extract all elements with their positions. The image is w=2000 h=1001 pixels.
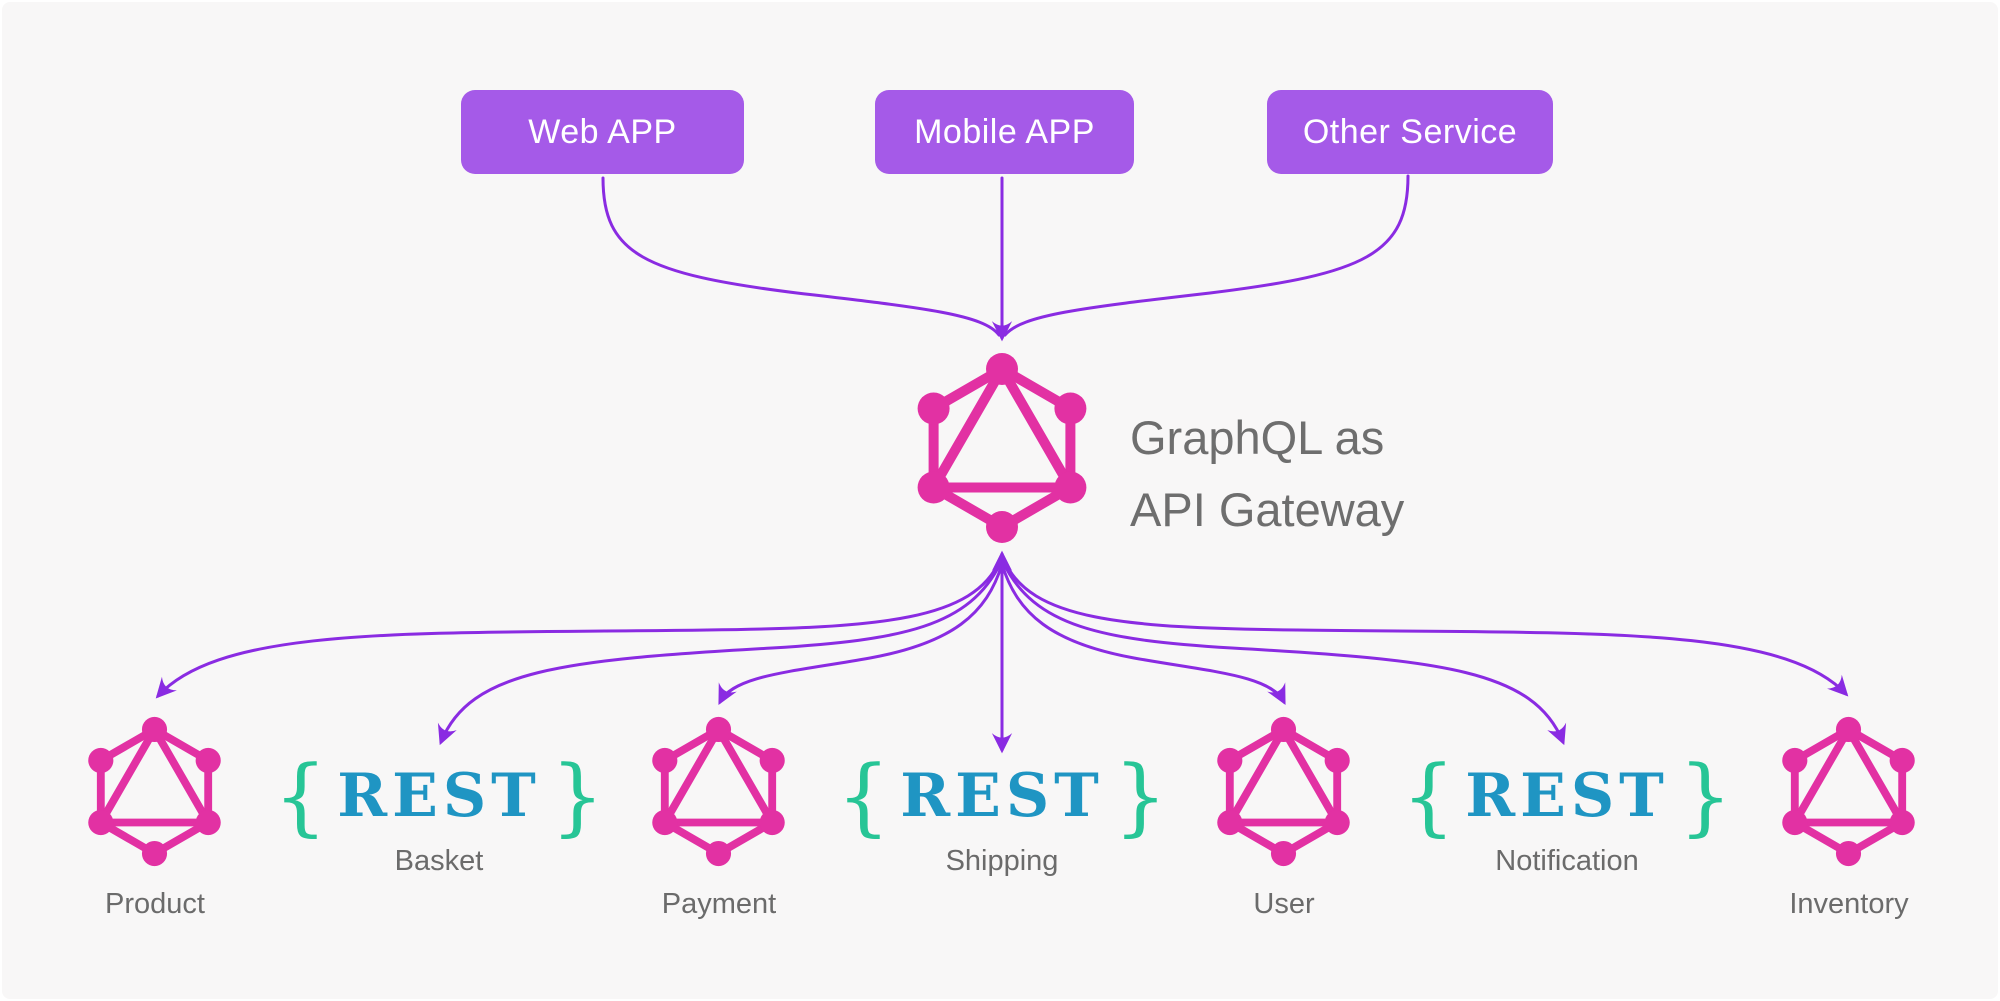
service-label-basket: Basket bbox=[394, 845, 484, 877]
rest-close-brace: } bbox=[1113, 747, 1168, 845]
client-box-web-app-label: Web APP bbox=[528, 112, 677, 151]
rest-close-brace: } bbox=[550, 747, 605, 845]
graphql-logo-icon bbox=[1205, 713, 1362, 870]
arrow-gateway-to-product bbox=[155, 558, 1002, 699]
gateway-title: GraphQL as API Gateway bbox=[1130, 402, 1404, 546]
service-label-shipping: Shipping bbox=[945, 845, 1059, 877]
graphql-logo-icon bbox=[902, 348, 1102, 548]
arrow-other-to-gateway bbox=[1003, 174, 1410, 337]
rest-logo: { REST } bbox=[837, 746, 1167, 846]
service-label-notification: Notification bbox=[1495, 845, 1639, 877]
arrow-gateway-to-notification bbox=[1001, 560, 1567, 746]
graphql-logo-icon bbox=[76, 713, 233, 870]
service-label-product: Product bbox=[105, 888, 205, 920]
rest-wordmark: REST bbox=[337, 761, 541, 831]
rest-logo: { REST } bbox=[274, 746, 604, 846]
arrow-gateway-to-inventory bbox=[1002, 558, 1849, 697]
gateway-title-line1: GraphQL as bbox=[1130, 411, 1385, 464]
client-box-other-service-label: Other Service bbox=[1302, 112, 1518, 151]
service-label-inventory: Inventory bbox=[1789, 888, 1909, 920]
rest-open-brace: { bbox=[273, 747, 328, 845]
client-box-mobile-app-label: Mobile APP bbox=[914, 112, 1095, 151]
rest-open-brace: { bbox=[1401, 747, 1456, 845]
arrow-web-to-gateway bbox=[601, 176, 1001, 337]
rest-close-brace: } bbox=[1678, 747, 1733, 845]
graphql-logo-icon bbox=[640, 713, 797, 870]
client-box-other-service: Other Service bbox=[1267, 90, 1553, 174]
graphql-logo-icon bbox=[1770, 713, 1927, 870]
client-box-mobile-app: Mobile APP bbox=[875, 90, 1134, 174]
service-label-user: User bbox=[1253, 888, 1315, 920]
rest-wordmark: REST bbox=[900, 761, 1104, 831]
rest-wordmark: REST bbox=[1465, 761, 1669, 831]
service-label-payment: Payment bbox=[661, 888, 777, 920]
rest-logo: { REST } bbox=[1402, 746, 1732, 846]
arrow-gateway-to-user bbox=[1000, 562, 1286, 705]
arrow-gateway-to-payment bbox=[718, 562, 1004, 705]
rest-open-brace: { bbox=[836, 747, 891, 845]
arrow-gateway-to-basket bbox=[437, 560, 1003, 746]
gateway-title-line2: API Gateway bbox=[1130, 483, 1405, 536]
client-box-web-app: Web APP bbox=[461, 90, 744, 174]
